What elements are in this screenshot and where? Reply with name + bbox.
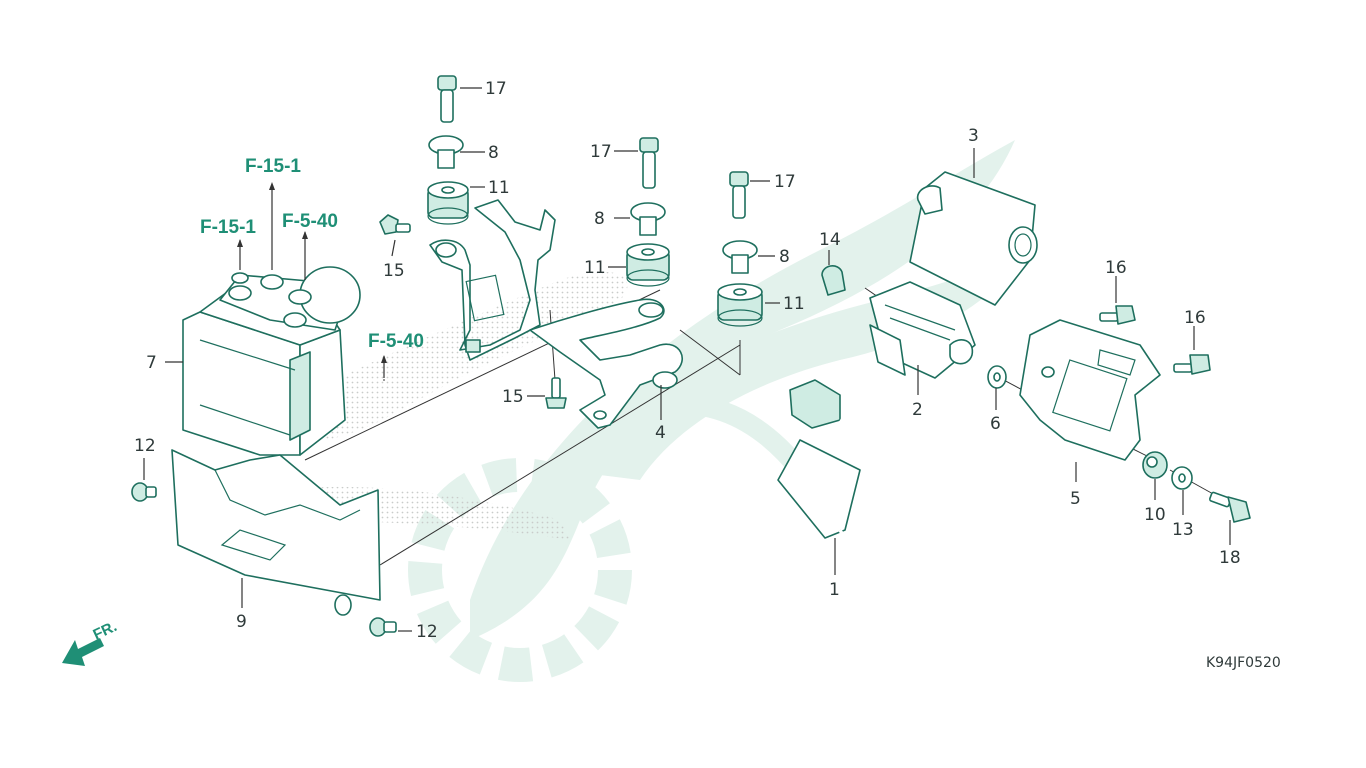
abs-modulator-part-7 [182,266,361,456]
grommet-part-10 [1142,451,1168,479]
callout-leader-lines [143,87,1231,632]
screw-part-16-upper [1099,305,1136,325]
bracket-part-5 [1019,319,1161,461]
bolt-part-18 [1208,491,1251,523]
callout-16-upper: 16 [1105,258,1127,278]
washer-part-13 [1171,466,1193,490]
reference-arrows [237,182,387,378]
callout-5: 5 [1070,489,1081,509]
bolt-part-15-upper [379,214,411,235]
callout-11-right: 11 [783,294,805,314]
bolt-part-12-upper [131,482,157,502]
harness-part-1 [777,379,882,549]
reference-label-f15-1-left: F-15-1 [200,217,256,238]
callout-8-right: 8 [779,247,790,267]
callout-13: 13 [1172,520,1194,540]
callout-8-left: 8 [488,143,499,163]
cover-part-3 [909,171,1038,306]
callout-17-right: 17 [774,172,796,192]
bolt-part-15-lower [545,377,567,409]
callout-15-lower: 15 [502,387,524,407]
callout-18: 18 [1219,548,1241,568]
callout-8-middle: 8 [594,209,605,229]
callout-3: 3 [968,126,979,146]
grommet-part-11-middle [626,243,670,287]
callout-2: 2 [912,400,923,420]
bolt-part-12-lower [369,617,397,637]
grommet-part-11-right [717,283,763,327]
callout-17-middle: 17 [590,142,612,162]
diagram-code: K94JF0520 [1206,655,1281,671]
callout-14: 14 [819,230,841,250]
grommet-part-11-left [427,181,469,225]
callout-11-middle: 11 [584,258,606,278]
bolt-part-17-right [729,171,749,219]
bolt-part-17-middle [639,137,659,189]
callout-9: 9 [236,612,247,632]
grommet-part-14 [821,265,846,296]
screw-part-16-lower [1173,354,1211,375]
bolt-part-17-left [437,75,457,123]
front-direction-arrow: FR. [62,618,120,666]
callout-12-lower: 12 [416,622,438,642]
callout-1: 1 [829,580,840,600]
reference-label-f15-1-top: F-15-1 [245,156,301,177]
reference-label-f5-40-top: F-5-40 [282,211,338,232]
washer-part-6 [987,365,1007,389]
reference-label-f5-40-right: F-5-40 [368,331,424,352]
bracket-part-4 [529,298,683,429]
callout-17-left: 17 [485,79,507,99]
callout-10: 10 [1144,505,1166,525]
callout-11-left: 11 [488,178,510,198]
callout-12-upper: 12 [134,436,156,456]
sensor-part-2 [869,281,976,379]
cover-part-9 [171,449,381,616]
callout-4: 4 [655,423,666,443]
callout-6: 6 [990,414,1001,434]
callout-7: 7 [146,353,157,373]
callout-16-lower: 16 [1184,308,1206,328]
collar-part-8-left [428,135,464,169]
front-direction-label: FR. [91,618,120,644]
callout-15-upper: 15 [383,261,405,281]
collar-part-8-right [722,240,758,274]
collar-part-8-middle [630,202,666,236]
